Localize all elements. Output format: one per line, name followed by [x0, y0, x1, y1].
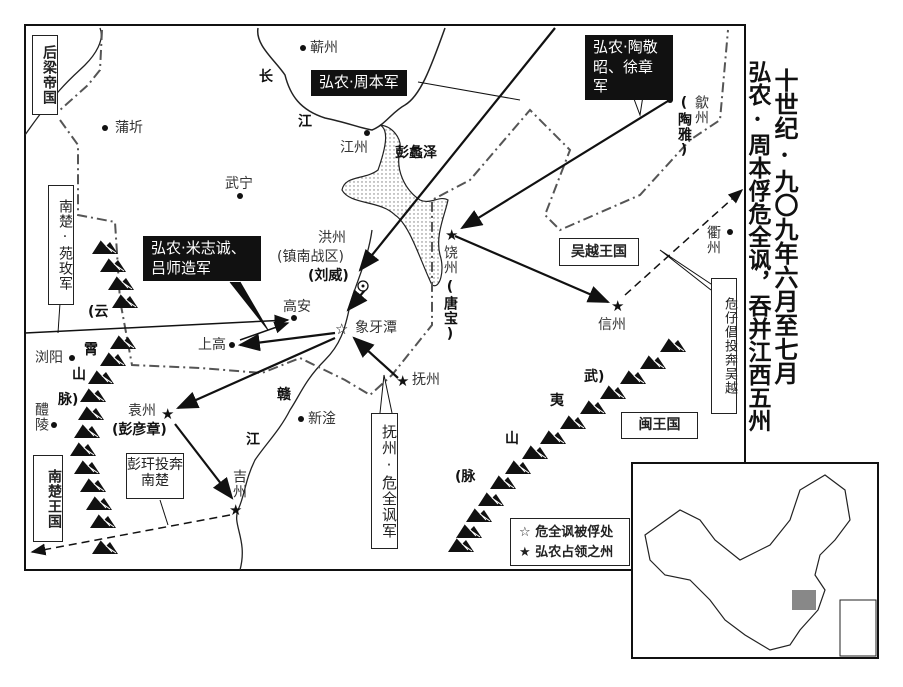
label-nanchu-yuan-army: 南楚·苑玫军 — [48, 185, 74, 305]
star-yuanzhou-icon: ★ — [161, 405, 174, 423]
place-xinzhou: 信州 — [598, 317, 626, 333]
place-tangbao: (唐宝) — [442, 279, 458, 343]
arrow-nanchu-to-gaoan — [24, 314, 290, 334]
china-outline — [644, 474, 851, 651]
mountain-label-yun: (云 — [88, 304, 109, 320]
place-xiangyatan: 象牙潭 — [355, 320, 397, 336]
place-xingan: 新淦 — [308, 411, 336, 427]
place-gaoan: 高安 — [283, 299, 311, 315]
arrow-yuan-to-ji — [174, 423, 234, 500]
star-raozhou-icon: ★ — [445, 226, 458, 244]
place-quzhou: 衢州 — [705, 225, 721, 255]
legend-item-captured: ☆ 危全讽被俘处 — [519, 523, 629, 543]
arrow-xiang-to-shanggao — [237, 331, 336, 352]
place-fuzhou: 抚州 — [412, 372, 440, 388]
mountain-label-shan: 山 — [72, 367, 86, 383]
place-jizhou: 吉州 — [231, 469, 247, 499]
mountain-label-wu: 武) — [584, 369, 605, 385]
star-fuzhou-icon: ★ — [396, 372, 409, 390]
south-sea-inset — [839, 599, 877, 657]
place-taoya: (陶雅) — [676, 95, 692, 159]
mountain-label-xiao: 霄 — [84, 342, 98, 358]
label-mi-lv-army: 弘农·米志诚、吕师造军 — [143, 236, 261, 281]
place-qizhou: 蕲州 — [310, 40, 338, 56]
arrow-wei-to-wuyue — [624, 188, 744, 296]
place-liuwei: (刘威) — [308, 268, 349, 284]
river-jiang: 江 — [298, 114, 312, 130]
arrow-xiang-to-yuan — [175, 336, 336, 410]
arrow-zhouben-south — [346, 289, 368, 312]
label-tao-xu-army: 弘农·陶敬昭、徐章军 — [585, 35, 673, 100]
place-pengyanzhang: (彭彦章) — [112, 422, 167, 438]
note-wei-zichang: 危仔倡投奔吴越 — [711, 278, 737, 414]
callout-wei — [659, 249, 721, 291]
place-puqi: 蒲圻 — [115, 120, 143, 136]
legend-label-captured: 危全讽被俘处 — [535, 525, 614, 540]
label-zhouben-army: 弘农·周本军 — [311, 70, 407, 96]
place-wuning: 武宁 — [225, 176, 253, 192]
mountain-label-mai2: (脉 — [455, 469, 476, 485]
arrow-rao-to-xin — [454, 234, 611, 304]
place-liling: 醴陵 — [33, 402, 49, 432]
mountain-label-mai: 脉) — [58, 392, 79, 408]
inset-map-frame — [631, 462, 879, 659]
map-title-line2: 弘农·周本俘危全讽，吞并江西五州 — [744, 60, 771, 432]
callout-mi-lv — [229, 281, 269, 331]
yangtze-river — [257, 27, 446, 131]
mountain-label-shan2: 山 — [505, 431, 519, 447]
callout-fuzhou — [379, 374, 393, 414]
hollow-star-xiangyatan-icon: ☆ — [335, 320, 348, 338]
arrow-tao-army — [460, 100, 669, 230]
legend-label-occupied: 弘农占领之州 — [535, 544, 614, 560]
region-wuyue: 吴越王国 — [559, 238, 639, 266]
place-zhennan: (镇南战区) — [277, 249, 344, 265]
solid-star-icon: ★ — [519, 544, 531, 560]
mountain-label-yi: 夷 — [550, 393, 564, 409]
region-houliang: 后梁帝国 — [32, 35, 58, 115]
inset-highlight-jiangxi — [792, 590, 816, 610]
region-min: 闽王国 — [621, 412, 698, 439]
gan-river — [236, 229, 373, 571]
map-legend: ☆ 危全讽被俘处 ★ 弘农占领之州 — [510, 518, 630, 566]
callout-zhouben — [417, 81, 521, 101]
arrow-shanggao-to-gaoan — [239, 321, 290, 341]
river-chang: 长 — [259, 69, 273, 85]
city-dots — [51, 45, 733, 428]
arrow-peng-to-nanchu — [30, 514, 231, 556]
region-nanchu: 南楚王国 — [33, 455, 63, 542]
star-jizhou-icon: ★ — [229, 501, 242, 519]
pengli-lake — [341, 124, 449, 287]
star-xinzhou-icon: ★ — [611, 297, 624, 315]
label-fuzhou-wei-army: 抚州·危全讽军 — [371, 413, 398, 549]
hollow-star-icon: ☆ — [519, 525, 531, 540]
note-peng-gan: 彭玕投奔南楚 — [126, 453, 184, 499]
boundary-north — [59, 29, 103, 111]
place-yuanzhou: 袁州 — [128, 403, 156, 419]
place-liuyang: 浏阳 — [35, 350, 63, 366]
river-gan-jiang: 江 — [246, 432, 260, 448]
map-title-line1: 十世纪·九〇九年六月至七月 — [770, 68, 799, 385]
place-shanggao: 上高 — [198, 337, 226, 353]
callout-nanchu — [57, 302, 61, 334]
legend-item-occupied: ★ 弘农占领之州 — [519, 543, 629, 563]
place-pengli-lake: 彭蠡泽 — [395, 145, 437, 161]
arrow-zhouben-north — [358, 27, 556, 272]
arrow-fu-to-xiang — [352, 336, 399, 379]
luoxiao-mountains-icon — [69, 239, 139, 555]
place-hongzhou: 洪州 — [318, 230, 346, 246]
callout-peng — [159, 499, 169, 526]
place-shezhou: 歙州 — [693, 95, 709, 125]
place-jiangzhou: 江州 — [340, 140, 368, 156]
place-raozhou: 饶州 — [442, 245, 458, 275]
river-gan: 赣 — [277, 387, 291, 403]
